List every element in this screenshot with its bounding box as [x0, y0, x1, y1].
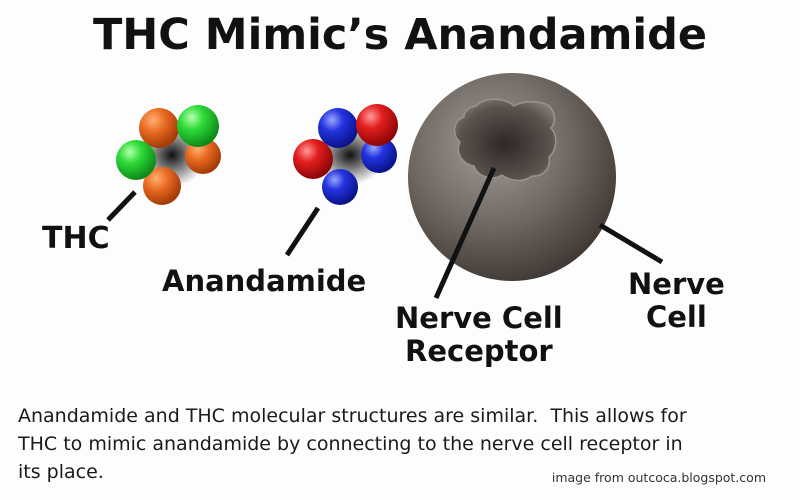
caption-line-1: Anandamide and THC molecular structures …	[18, 405, 687, 427]
anandamide-atom-red-right	[356, 104, 398, 146]
nerve-cell-receptor-cavity	[453, 98, 557, 182]
caption-line-3: its place.	[18, 461, 104, 483]
nerve-cell	[408, 73, 616, 281]
anandamide-atom-red-left	[293, 139, 333, 179]
nerve-cell-label: Nerve Cell	[628, 267, 725, 335]
image-credit: image from outcoca.blogspot.com	[551, 470, 766, 485]
anandamide-molecule	[293, 104, 398, 205]
anandamide-label-text: Anandamide	[162, 264, 367, 298]
anandamide-label: Anandamide	[162, 264, 367, 298]
thc-label-text: THC	[42, 221, 110, 256]
anandamide-atom-blue-top	[318, 108, 358, 148]
cell-pointer-line	[598, 222, 664, 265]
anandamide-atom-blue-bottom	[322, 169, 358, 205]
cell-label-line2: Cell	[645, 300, 707, 335]
thc-atom-orange-bottom	[143, 167, 181, 205]
thc-label: THC	[42, 221, 110, 257]
diagram-title: THC Mimic’s Anandamide	[92, 10, 708, 60]
receptor-label-line1: Nerve Cell	[395, 301, 563, 335]
receptor-pointer-line	[433, 166, 497, 300]
cell-label-line1: Nerve	[628, 267, 725, 301]
anandamide-atom-blue-right	[361, 137, 397, 173]
caption: Anandamide and THC molecular structures …	[18, 402, 793, 486]
thc-atom-green-left	[116, 140, 156, 180]
thc-atom-orange-top	[139, 108, 179, 148]
receptor-label-line2: Receptor	[405, 334, 553, 369]
caption-line-2: THC to mimic anandamide by connecting to…	[18, 433, 683, 455]
nerve-cell-receptor-label: Nerve Cell Receptor	[395, 301, 563, 369]
pointer-lines	[106, 166, 664, 300]
thc-atom-orange-right	[185, 138, 221, 174]
thc-molecule	[116, 105, 221, 205]
anandamide-pointer-line	[284, 206, 321, 257]
thc-pointer-line	[106, 190, 137, 222]
thc-atom-green-right	[177, 105, 219, 147]
